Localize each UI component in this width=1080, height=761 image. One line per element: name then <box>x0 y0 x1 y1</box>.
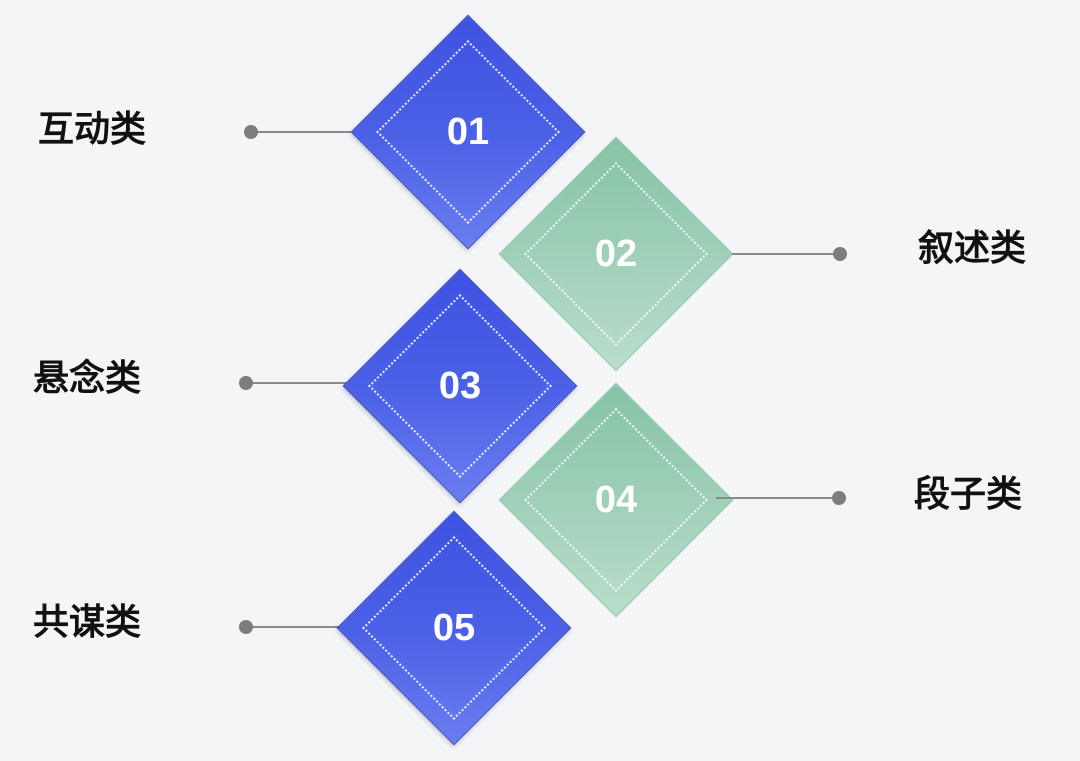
connector-dot-04 <box>832 491 846 505</box>
connector-dot-02 <box>833 247 847 261</box>
item-label-03: 悬念类 <box>33 358 142 399</box>
item-label-01: 互动类 <box>38 109 147 150</box>
connector-dot-01 <box>244 125 258 139</box>
connector-dot-03 <box>239 376 253 390</box>
item-label-05: 共谋类 <box>33 602 142 643</box>
item-label-02: 叙述类 <box>918 228 1027 269</box>
connector-line-01 <box>251 131 351 133</box>
item-number-04: 04 <box>594 479 638 521</box>
item-label-04: 段子类 <box>914 474 1023 515</box>
connector-line-05 <box>246 626 346 628</box>
connector-line-03 <box>246 382 346 384</box>
item-number-02: 02 <box>594 233 638 275</box>
item-number-03: 03 <box>438 365 482 407</box>
item-number-05: 05 <box>432 607 476 649</box>
connector-line-04 <box>716 497 839 499</box>
connector-line-02 <box>732 253 840 255</box>
item-number-01: 01 <box>446 111 490 153</box>
connector-dot-05 <box>239 620 253 634</box>
